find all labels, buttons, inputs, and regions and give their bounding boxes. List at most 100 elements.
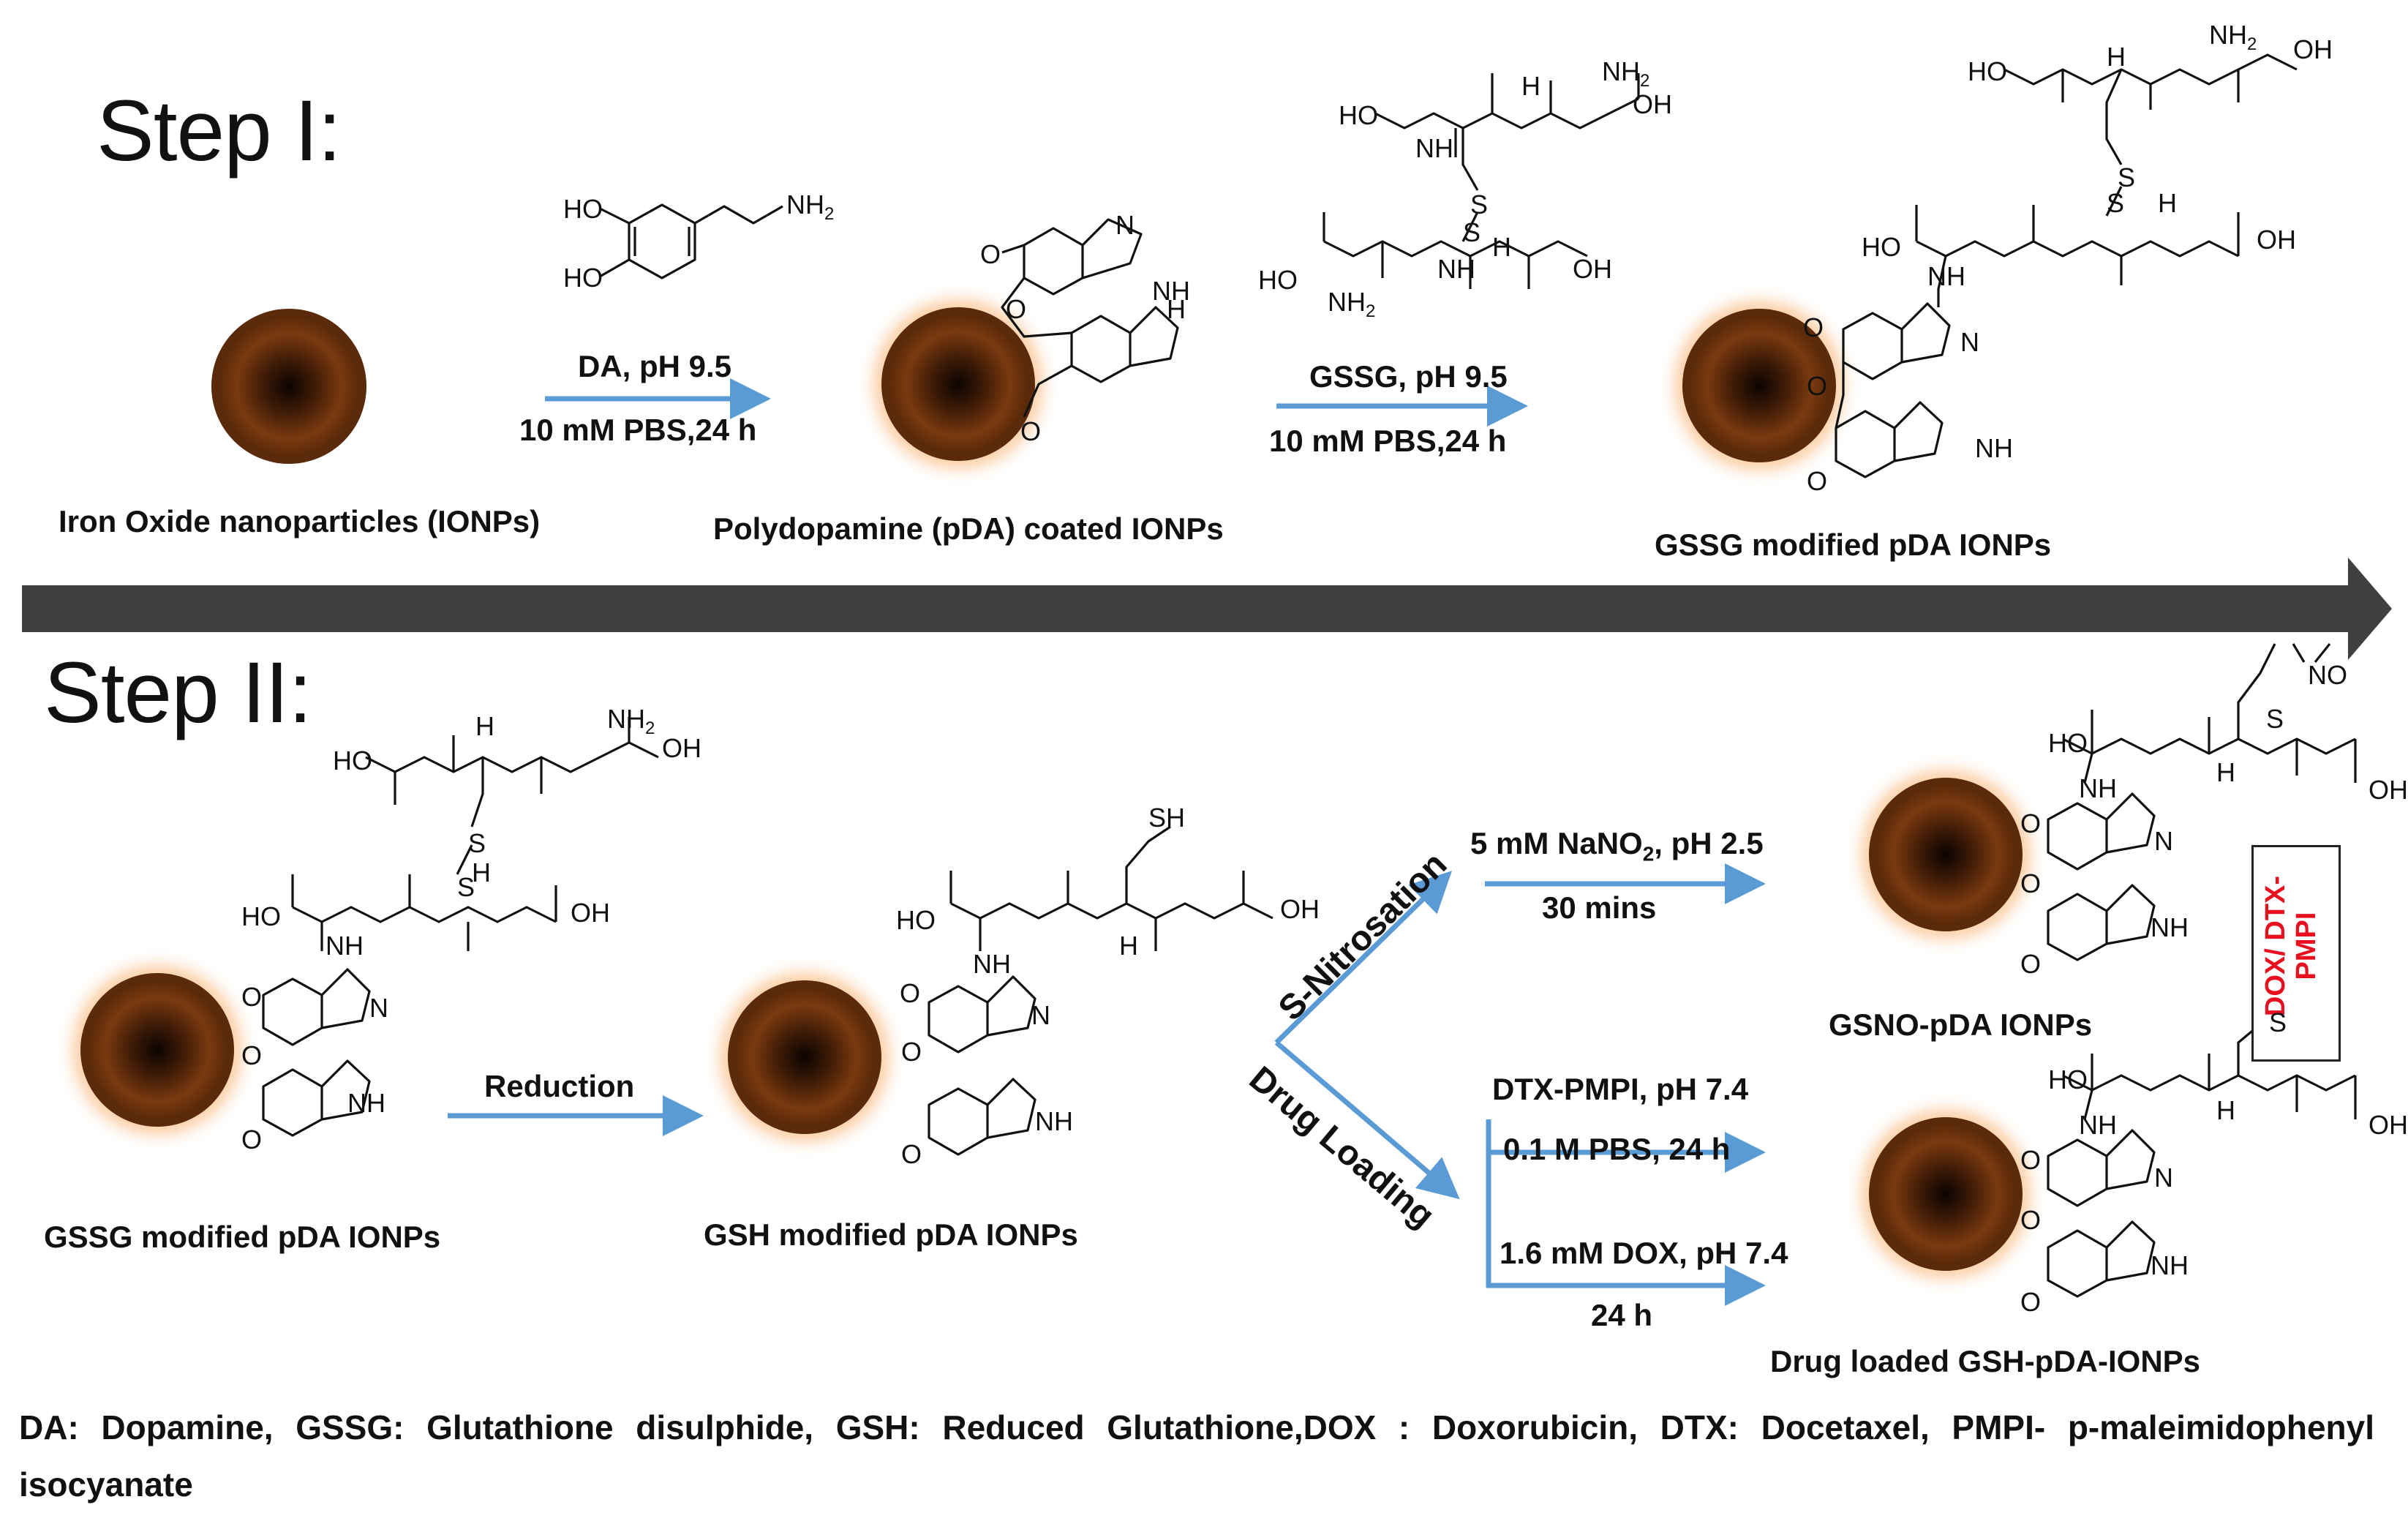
atom-label: H xyxy=(2107,42,2126,72)
atom-label: OH xyxy=(2293,34,2333,64)
gsno-particle xyxy=(1843,752,2048,957)
atom-label: O xyxy=(2020,1287,2042,1317)
drug-line4: 24 h xyxy=(1591,1298,1653,1332)
atom-label: HO xyxy=(1862,232,1901,262)
atom-label: OH xyxy=(2369,775,2408,805)
atom-label: NH xyxy=(1927,261,1965,291)
atom-label: S xyxy=(2266,704,2284,734)
atom-label: N xyxy=(2154,1163,2173,1193)
atom-label: OH xyxy=(1633,89,1672,119)
atom-label: HO xyxy=(333,746,372,776)
atom-label: O xyxy=(2020,1145,2042,1175)
atom-label: S xyxy=(468,828,486,858)
nitro-top-pre: 5 mM NaNO xyxy=(1470,826,1643,860)
atom-label: S xyxy=(1470,189,1489,219)
drug-loaded-label: Drug loaded GSH-pDA-IONPs xyxy=(1770,1344,2201,1378)
atom-label: N xyxy=(1031,1000,1050,1030)
arrow2-top: GSSG, pH 9.5 xyxy=(1309,359,1508,394)
atom-label: OH xyxy=(571,898,610,928)
atom-label: NH xyxy=(2151,1250,2189,1280)
gssg-ionp-label-step2: GSSG modified pDA IONPs xyxy=(44,1220,441,1254)
atom-label: O xyxy=(980,239,1001,269)
drug-line2: 0.1 M PBS, 24 h xyxy=(1503,1132,1731,1166)
atom-label: O xyxy=(1006,294,1027,324)
atom-label: NH xyxy=(1415,133,1453,163)
atom-label: H xyxy=(475,711,494,741)
atom-label: N xyxy=(1115,210,1135,240)
atom-label: O xyxy=(901,1037,922,1067)
gsh-structure xyxy=(928,825,1273,1156)
atom-label: NH xyxy=(326,931,364,961)
atom-label: NH xyxy=(2079,1110,2117,1140)
atom-label: H xyxy=(2216,1095,2235,1125)
atom-label: O xyxy=(1020,416,1042,446)
atom-label: O xyxy=(901,1139,922,1169)
process-arrow xyxy=(22,557,2392,660)
atom-label: NH xyxy=(347,1088,385,1118)
atom-label: NH xyxy=(1035,1106,1073,1136)
atom-label: HO xyxy=(1968,56,2007,86)
atom-label: NH2 xyxy=(786,189,835,225)
gssg-particle-step1 xyxy=(1657,283,1862,488)
arrow1-top: DA, pH 9.5 xyxy=(578,349,732,383)
arrow-branch-down xyxy=(1274,1040,1460,1200)
reduction-label: Reduction xyxy=(484,1069,635,1103)
dopamine-structure xyxy=(599,203,783,279)
pda-particle xyxy=(856,282,1061,487)
atom-label: HO xyxy=(2048,1065,2088,1095)
nitro-top-post: , pH 2.5 xyxy=(1654,826,1764,860)
atom-label: S xyxy=(2269,1007,2287,1037)
atom-label: O xyxy=(2020,1205,2042,1235)
atom-label: N xyxy=(1960,327,1979,357)
arrow-branch-up xyxy=(1274,871,1453,1045)
atom-label: NH2 xyxy=(2209,20,2257,55)
gsh-ionp-label: GSH modified pDA IONPs xyxy=(704,1217,1078,1252)
atom-label: OH xyxy=(662,733,701,763)
drug-particle xyxy=(1843,1092,2048,1296)
arrow1-bottom: 10 mM PBS,24 h xyxy=(519,413,757,447)
atom-label: S xyxy=(457,872,475,902)
atom-label: SH xyxy=(1148,803,1186,833)
pda-ionp-label: Polydopamine (pDA) coated IONPs xyxy=(713,511,1224,546)
atom-label: O xyxy=(2020,808,2042,838)
atom-label: H xyxy=(1119,931,1138,961)
pda-structure-step1 xyxy=(1001,218,1179,418)
atom-label: S xyxy=(2107,188,2125,218)
atom-label: NO xyxy=(2308,660,2347,690)
atom-label: NH2 xyxy=(1328,287,1376,322)
atom-label: S xyxy=(1463,217,1481,247)
gssg-particle-step2 xyxy=(55,947,260,1152)
gsh-particle xyxy=(702,955,907,1160)
atom-label: NH xyxy=(2079,773,2117,803)
atom-label: NH2 xyxy=(607,704,655,739)
gssg-structure-step1 xyxy=(1322,73,1640,289)
drug-structure xyxy=(2047,1008,2357,1298)
nitro-conditions-top: 5 mM NaNO2, pH 2.5 xyxy=(1470,826,1764,866)
atom-label: O xyxy=(1807,371,1828,401)
atom-label: O xyxy=(2020,868,2042,898)
gssg-ionp-label-step1: GSSG modified pDA IONPs xyxy=(1655,528,2052,562)
atom-label: OH xyxy=(2369,1110,2408,1140)
nitro-top-sub: 2 xyxy=(1642,842,1655,866)
atom-label: HO xyxy=(563,263,603,293)
atom-label: OH xyxy=(1573,254,1612,284)
abbreviation-legend: DA: Dopamine, GSSG: Glutathione disulphi… xyxy=(19,1408,2374,1504)
atom-label: NH xyxy=(1152,276,1190,306)
atom-label: HO xyxy=(563,194,603,224)
atom-label: OH xyxy=(2257,225,2296,255)
atom-label: HO xyxy=(1339,100,1378,130)
atom-label: HO xyxy=(241,901,281,931)
atom-label: H xyxy=(1521,71,1540,101)
atom-label: HO xyxy=(1258,265,1298,295)
atom-label: O xyxy=(241,1125,263,1155)
atom-label: O xyxy=(2020,949,2042,979)
atom-label: N xyxy=(369,993,388,1023)
step2-title: Step II: xyxy=(44,645,312,741)
nitro-conditions-bottom: 30 mins xyxy=(1542,890,1657,925)
atom-label: NH xyxy=(1975,433,2013,463)
atom-label: H xyxy=(2158,188,2177,218)
step1-title: Step I: xyxy=(97,83,342,179)
arrow2-bottom: 10 mM PBS,24 h xyxy=(1269,424,1507,458)
atom-label: N xyxy=(2154,826,2173,856)
